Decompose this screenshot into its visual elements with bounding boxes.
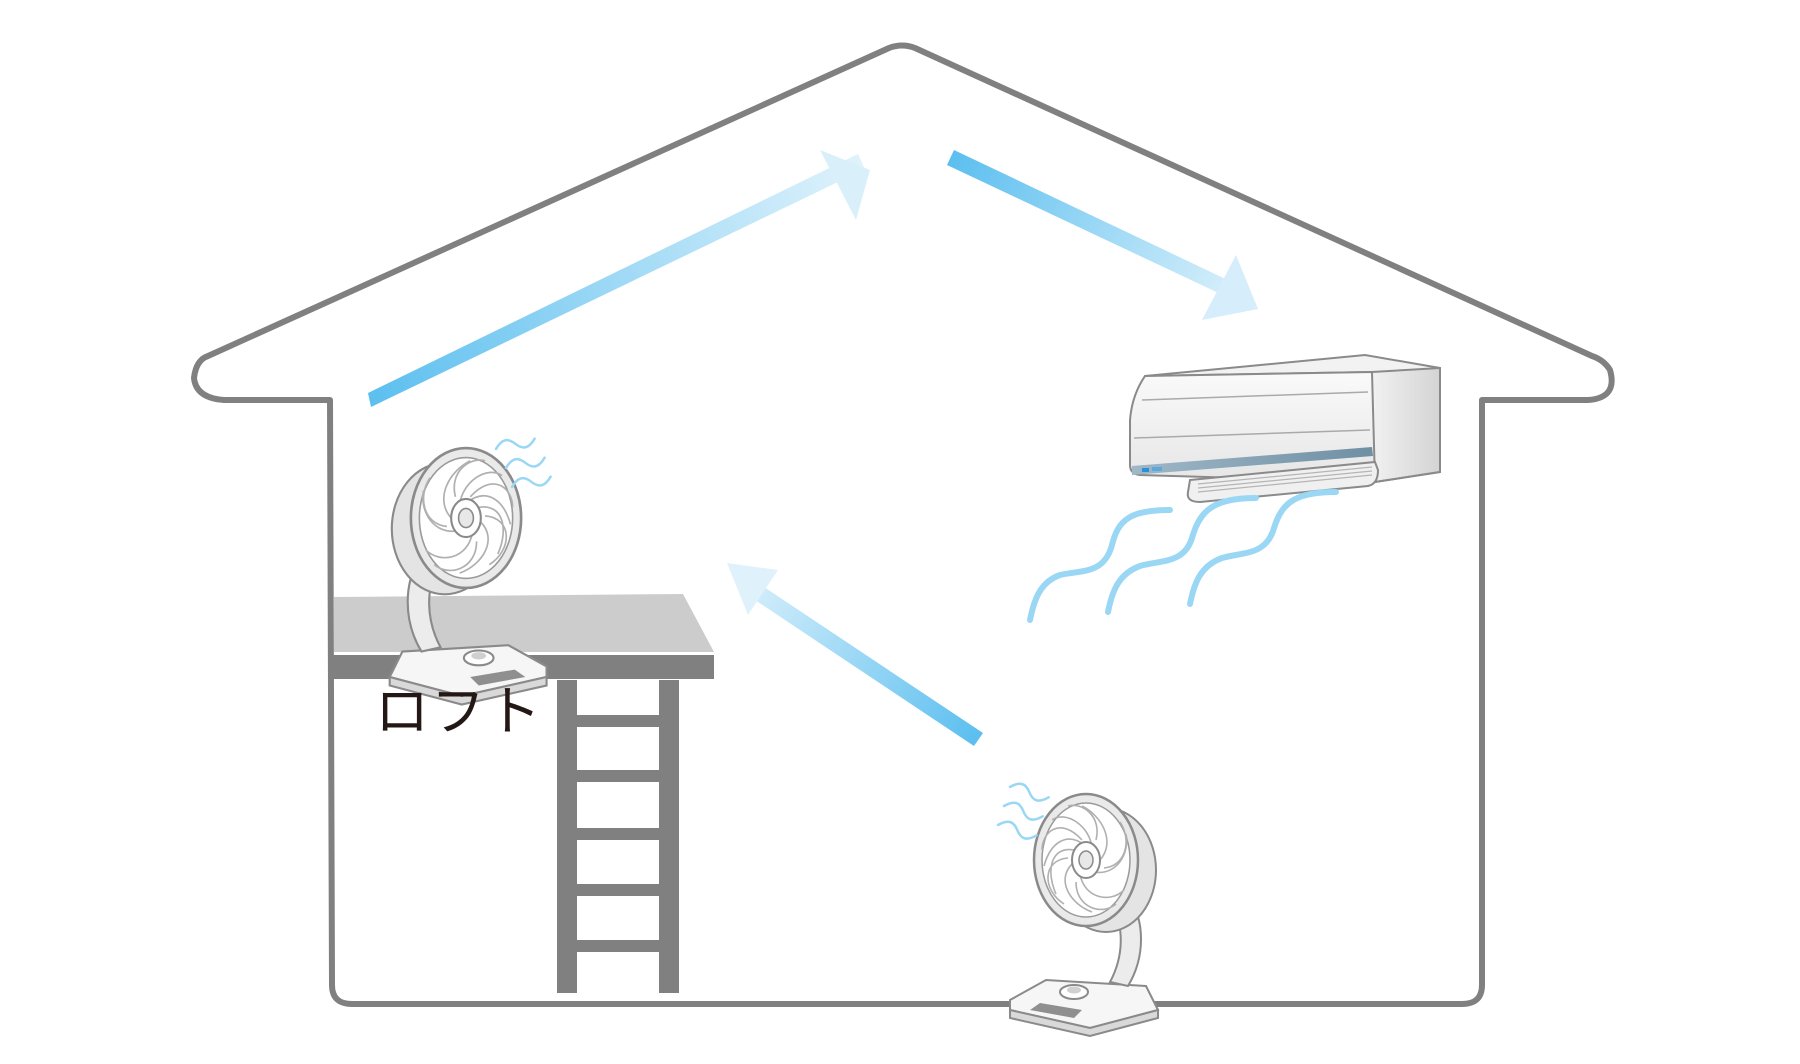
breeze-wave-icon: [1027, 489, 1339, 623]
airflow-arrow-from-floor: [740, 577, 983, 746]
airflow-arrow-icon: [727, 563, 983, 746]
airflow-arrow-icon: [368, 150, 870, 407]
ladder: [557, 680, 679, 993]
air-conditioner-icon: [1129, 353, 1441, 504]
airflow-arrow-up-left: [368, 154, 865, 407]
loft-label: ロフト: [375, 680, 543, 743]
airflow-arrow-icon: [947, 150, 1258, 320]
house-outline: [191, 42, 1615, 1007]
loft-floor: [334, 594, 714, 652]
airflow-arrow-to-ac: [947, 150, 1234, 297]
